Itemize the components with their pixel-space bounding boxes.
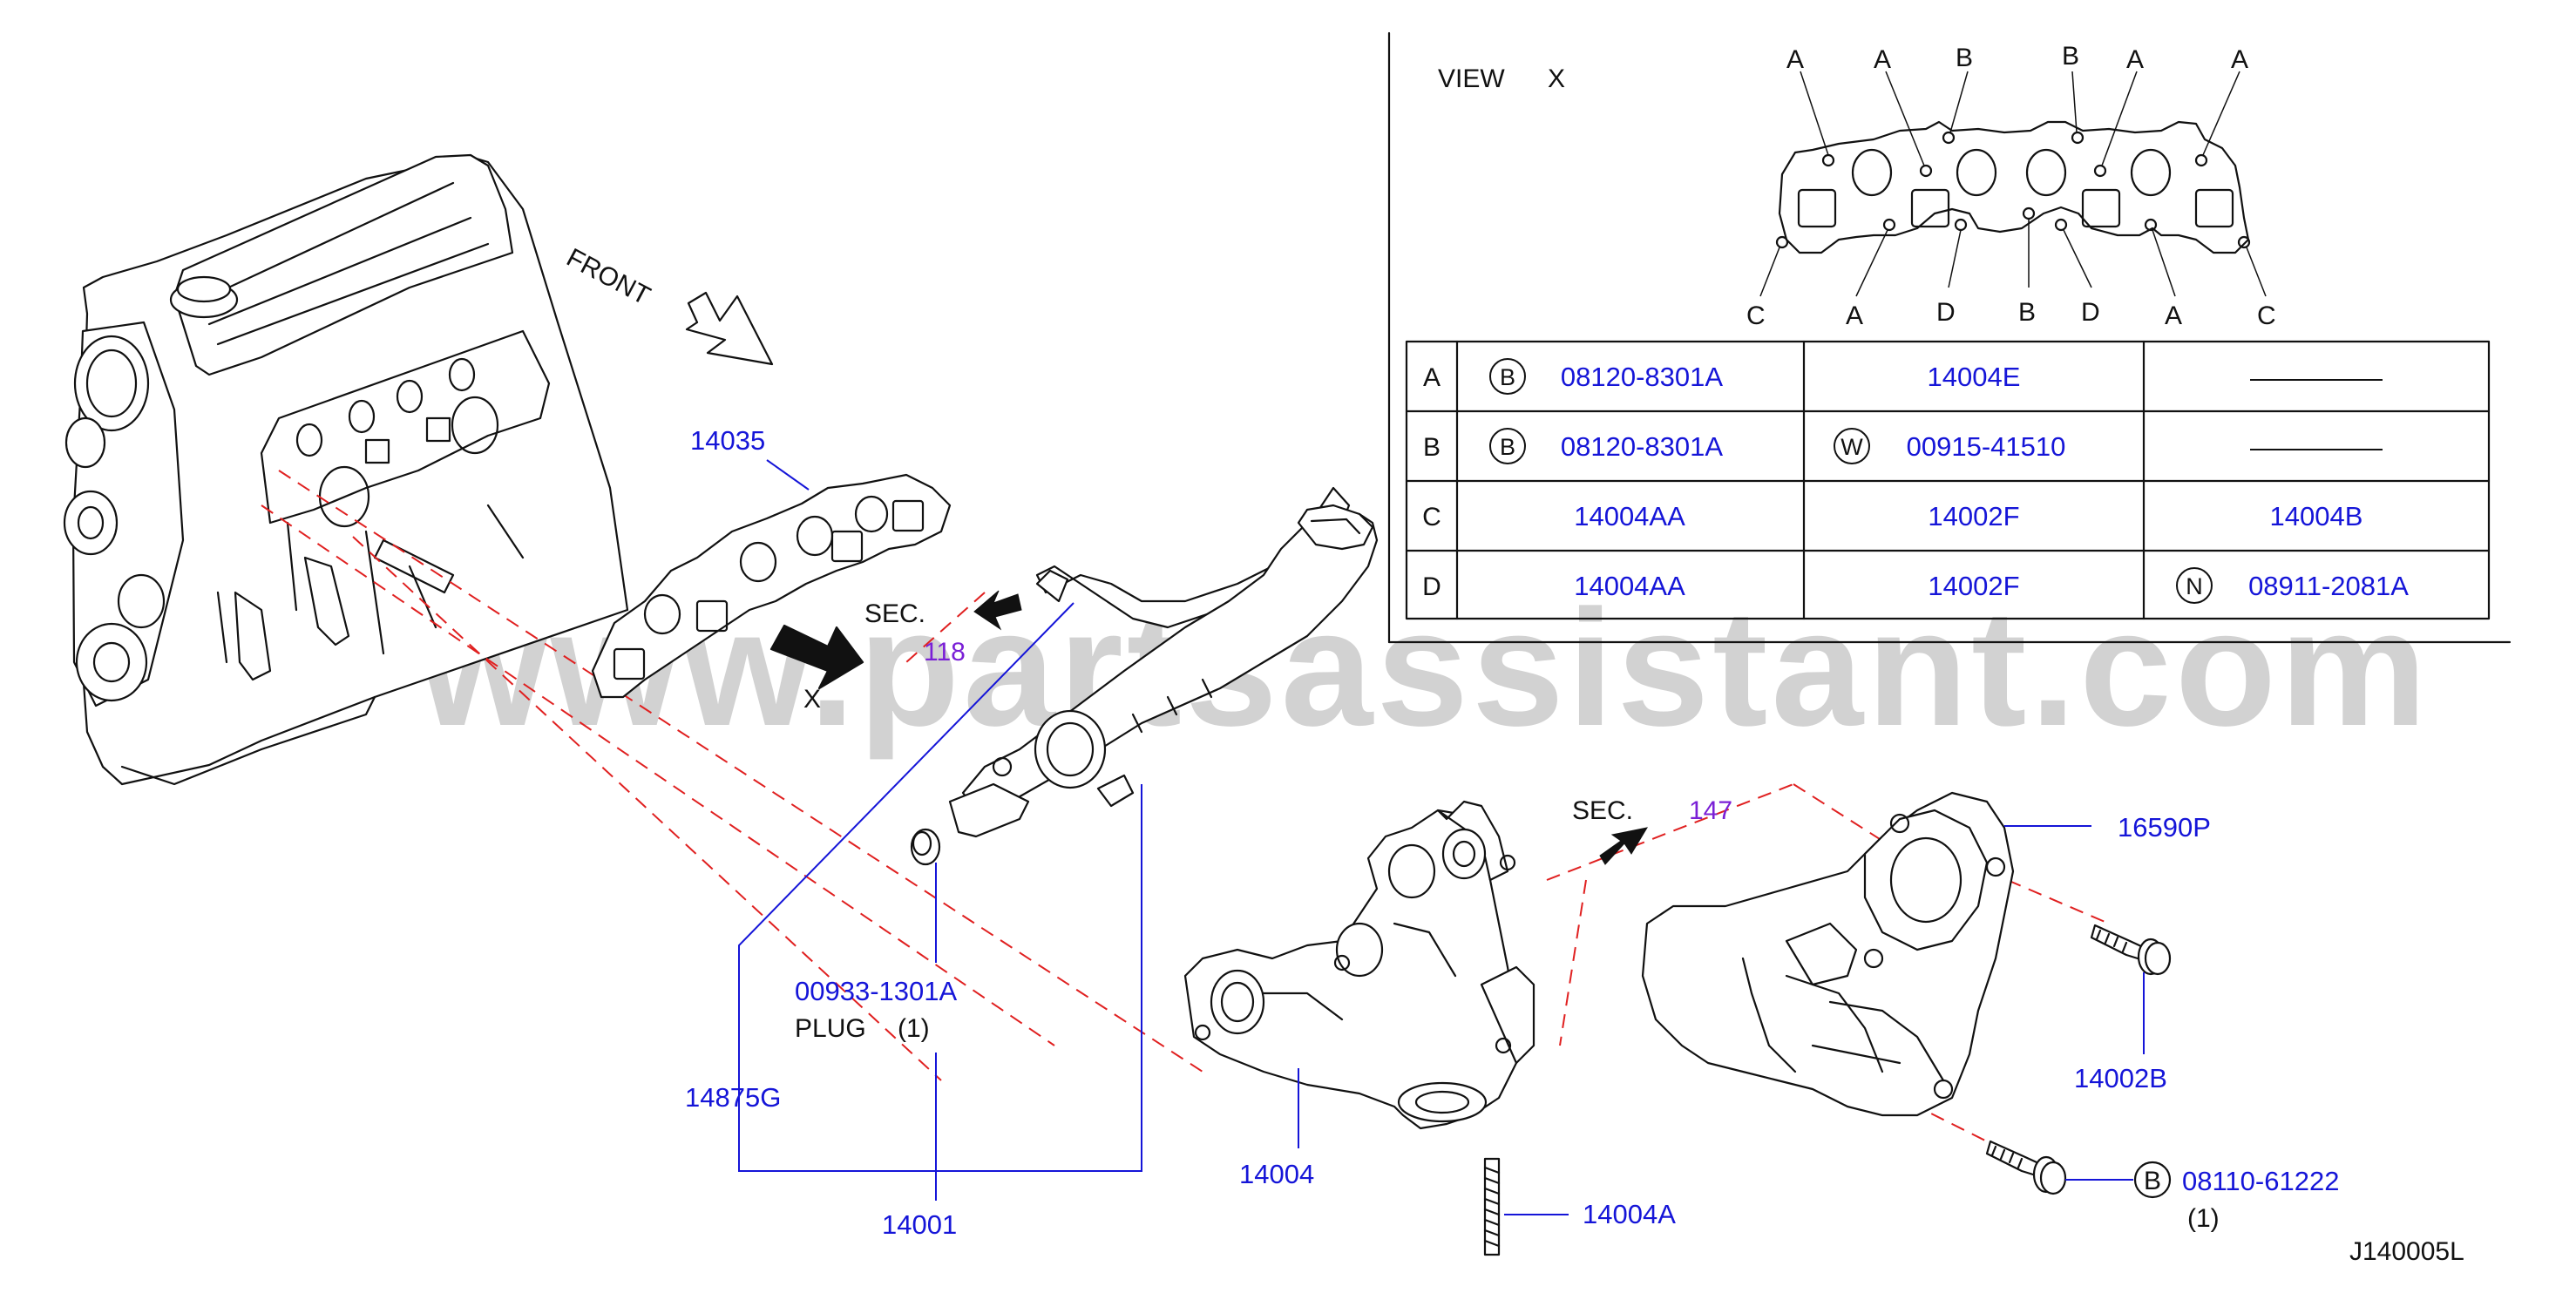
view-x-marker: X [803, 685, 821, 714]
table-symbol-letter: W [1840, 434, 1863, 460]
part-label-14004A[interactable]: 14004A [1583, 1199, 1676, 1229]
view-label: VIEW [1438, 64, 1505, 93]
view-x-panel: VIEW X [1387, 31, 2512, 644]
fastener-table [1405, 340, 2491, 620]
view-x-letter: X [1548, 64, 1565, 93]
part-label-08110-61222[interactable]: 08110-61222 [2182, 1166, 2339, 1196]
sec-118-number[interactable]: 118 [924, 638, 966, 667]
part-label-14035[interactable]: 14035 [690, 425, 765, 456]
part-label-14002B[interactable]: 14002B [2074, 1063, 2167, 1093]
part-label-00933-1301A[interactable]: 00933-1301A [795, 976, 957, 1006]
table-part-number[interactable]: 08120-8301A [1561, 362, 1723, 392]
bolt-qty: (1) [2187, 1204, 2220, 1233]
table-part-number[interactable]: 14002F [1928, 571, 2019, 601]
table-part-number[interactable]: 14004E [1928, 362, 2021, 392]
table-symbol-circle [1834, 428, 1870, 464]
table-part-number[interactable]: 08120-8301A [1561, 431, 1723, 462]
plug-icon [910, 828, 941, 866]
gasket-letter-bottom-7: C [2257, 301, 2276, 330]
part-label-16590P[interactable]: 16590P [2118, 812, 2211, 843]
gasket-letter-top-5: A [2126, 45, 2144, 74]
table-row-key: D [1422, 572, 1441, 601]
gasket-letter-bottom-4: B [2018, 298, 2036, 327]
bolt-08110-icon [1985, 1140, 2067, 1195]
gasket-letter-bottom-1: C [1746, 301, 1766, 330]
exhaust-manifold-14004 [1183, 800, 1535, 1130]
table-symbol-letter: B [1500, 364, 1515, 390]
table-rows: A B 08120-8301A 14004E B B 08120-8301A W 00915-4… [1422, 358, 2409, 604]
b-symbol-circle [2133, 1161, 2172, 1199]
gasket-letter-top-4: B [2062, 42, 2079, 71]
table-part-number[interactable]: 14004B [2270, 501, 2363, 531]
sec-147-number[interactable]: 147 [1689, 796, 1732, 825]
part-label-14001[interactable]: 14001 [882, 1209, 957, 1240]
gasket-letter-top-2: A [1874, 45, 1891, 74]
gasket-letter-top-6: A [2231, 45, 2248, 74]
pipe-14001 [948, 486, 1379, 838]
table-symbol-circle [2176, 567, 2213, 604]
gasket-letter-bottom-2: A [1846, 301, 1863, 330]
sec-118-arrow-icon [973, 590, 1022, 631]
engine-block [63, 153, 629, 786]
table-part-number[interactable]: 08911-2081A [2248, 571, 2409, 601]
sec-147-label: SEC. [1572, 796, 1633, 825]
table-part-number[interactable]: 14004AA [1574, 571, 1685, 601]
gasket-letter-top-1: A [1786, 45, 1804, 74]
plug-label: PLUG [795, 1014, 866, 1043]
sec-147-arrow-icon [1599, 827, 1649, 865]
heat-shield-16590P [1641, 791, 2015, 1117]
gasket-letter-bottom-5: D [2081, 298, 2100, 327]
view-x-arrow-icon [769, 624, 864, 690]
table-symbol-circle [1489, 428, 1526, 464]
front-label: FRONT [562, 243, 655, 311]
part-label-14004[interactable]: 14004 [1239, 1159, 1314, 1189]
plug-qty: (1) [898, 1014, 930, 1043]
drawing-code: J140005L [2349, 1237, 2464, 1266]
table-row-key: A [1423, 363, 1441, 392]
gasket-letter-bottom-6: A [2165, 301, 2182, 330]
table-symbol-circle [1489, 358, 1526, 395]
table-symbol-letter: N [2186, 573, 2203, 599]
table-symbol-letter: B [1500, 434, 1515, 460]
table-part-number[interactable]: 00915-41510 [1907, 431, 2066, 462]
gasket-14035 [591, 473, 952, 699]
table-row-key: C [1422, 503, 1441, 531]
sec-118-label: SEC. [864, 599, 925, 628]
gasket-letter-top-3: B [1956, 44, 1973, 72]
gasket-letter-bottom-3: D [1936, 298, 1956, 327]
stud-icon [1483, 1157, 1501, 1256]
table-part-number[interactable]: 14002F [1928, 501, 2019, 531]
gasket-view-x [1759, 71, 2267, 297]
bolt-14002B-icon [2090, 924, 2172, 976]
b-symbol: B [2144, 1167, 2161, 1195]
part-label-14875G[interactable]: 14875G [685, 1082, 781, 1113]
table-part-number[interactable]: 14004AA [1574, 501, 1685, 531]
table-row-key: B [1423, 433, 1441, 462]
front-arrow-icon [685, 291, 774, 366]
